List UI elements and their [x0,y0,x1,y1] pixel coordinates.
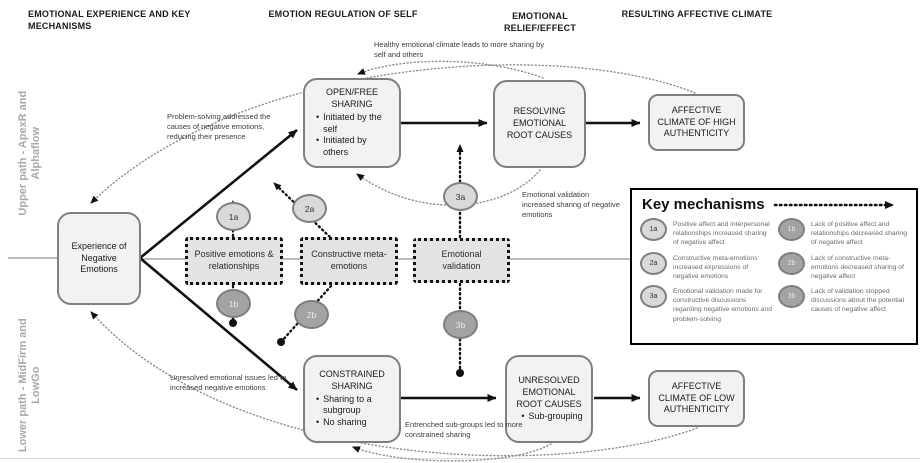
node-low-authenticity: AFFECTIVE CLIMATE OF LOW AUTHENTICITY [648,370,745,427]
column-header-regulation: EMOTION REGULATION OF SELF [268,9,418,19]
arrow-experience-to-constrained [139,257,298,391]
node-resolving-root-causes: RESOLVING EMOTIONAL ROOT CAUSES [493,80,586,168]
legend-badge-3a: 3a [640,285,667,309]
arrow-experience-to-open-sharing [139,128,298,260]
legend-text-3a: Emotional validation made for constructi… [673,288,772,323]
bullet-item: Sharing to a subgroup [310,394,394,417]
node-experience-negative-emotions: Experience of Negative Emotions [57,212,141,305]
node-title: UNRESOLVED EMOTIONAL ROOT CAUSES [516,375,582,409]
legend-item-3a: 3a Emotional validation made for constru… [640,285,772,324]
legend-item-2b: 2b Lack of constructive meta-emotions de… [778,251,910,282]
annotation-entrenched-subgroups: Entrenched sub-groups led to more constr… [405,420,523,439]
node-unresolved-root-causes: UNRESOLVED EMOTIONAL ROOT CAUSES Sub-gro… [505,355,593,443]
bullet-list: Sharing to a subgroup No sharing [310,394,394,429]
upper-path-label: Upper path - ApexR and Alphaflow [16,90,42,216]
legend-text-2a: Constructive meta-emotions increased exp… [673,254,758,280]
key-mechanisms-legend: Key mechanisms 1a Positive affect and in… [630,188,918,345]
node-label: AFFECTIVE CLIMATE OF HIGH AUTHENTICITY [657,104,736,139]
bullet-item: Sub-grouping [515,411,583,423]
legend-items: 1a Positive affect and interpersonal rel… [632,215,916,328]
legend-text-1b: Lack of positive affect and relationship… [811,221,907,247]
arc-entrenched-subgroups [352,443,552,462]
node-title: CONSTRAINED SHARING [319,369,385,391]
badge-1a: 1a [216,202,251,231]
badge-2a: 2a [292,194,327,223]
legend-badge-3b: 3b [778,285,805,309]
annotation-healthy-climate: Healthy emotional climate leads to more … [374,40,545,59]
legend-header: Key mechanisms [632,190,916,215]
badge-3b: 3b [443,310,478,339]
node-high-authenticity: AFFECTIVE CLIMATE OF HIGH AUTHENTICITY [648,94,745,151]
bullet-item: Initiated by the self [310,112,394,135]
node-constrained-sharing: CONSTRAINED SHARING Sharing to a subgrou… [303,355,401,443]
legend-text-3b: Lack of validation stopped discussions a… [811,288,904,314]
node-label: RESOLVING EMOTIONAL ROOT CAUSES [506,106,573,140]
annotation-problem-solving: Problem-solving addressed the causes of … [167,112,271,141]
legend-item-1a: 1a Positive affect and interpersonal rel… [640,218,772,248]
legend-badge-1b: 1b [778,218,805,241]
legend-badge-2b: 2b [778,251,805,275]
bullet-item: No sharing [310,417,394,429]
legend-text-2b: Lack of constructive meta-emotions decre… [811,254,904,280]
arc-resolving-to-open-sharing [357,60,544,79]
legend-title: Key mechanisms [642,196,765,213]
legend-badge-2a: 2a [640,251,667,275]
annotation-unresolved-issues: Unresolved emotional issues led to incre… [170,373,287,392]
badge-3a: 3a [443,182,478,211]
lower-path-label: Lower path - MidFirm and LowGo [16,318,42,453]
node-label: AFFECTIVE CLIMATE OF LOW AUTHENTICITY [658,380,735,415]
bullet-list: Initiated by the self Initiated by other… [310,112,394,159]
legend-item-2a: 2a Constructive meta-emotions increased … [640,251,772,282]
annotation-validation-sharing: Emotional validation increased sharing o… [522,190,620,219]
figure-bottom-rule [0,458,920,459]
node-label: Experience of Negative Emotions [71,240,127,275]
dotted-arrow-icon [773,200,894,209]
mechanism-constructive-meta-emotions: Constructive meta-emotions [300,237,398,285]
bullet-list: Sub-grouping [515,411,583,423]
column-header-climate: RESULTING AFFECTIVE CLIMATE [621,9,773,19]
node-title: OPEN/FREE SHARING [325,87,378,110]
legend-badge-1a: 1a [640,218,667,241]
mechanism-emotional-validation: Emotional validation [413,238,510,283]
column-header-relief: EMOTIONAL RELIEF/EFFECT [503,11,577,34]
node-open-free-sharing: OPEN/FREE SHARING Initiated by the self … [303,78,401,168]
column-header-experience: EMOTIONAL EXPERIENCE AND KEY MECHANISMS [28,9,191,32]
arc-unresolved-feedback [90,311,698,457]
mechanism-positive-emotions: Positive emotions & relationships [185,237,283,285]
legend-item-3b: 3b Lack of validation stopped discussion… [778,285,910,324]
legend-item-1b: 1b Lack of positive affect and relations… [778,218,910,248]
badge-1b: 1b [216,289,251,318]
legend-text-1a: Positive affect and interpersonal relati… [673,221,770,247]
arc-healthy-climate-feedback [90,64,696,204]
bullet-item: Initiated by others [310,135,394,158]
badge-2b: 2b [294,300,329,329]
